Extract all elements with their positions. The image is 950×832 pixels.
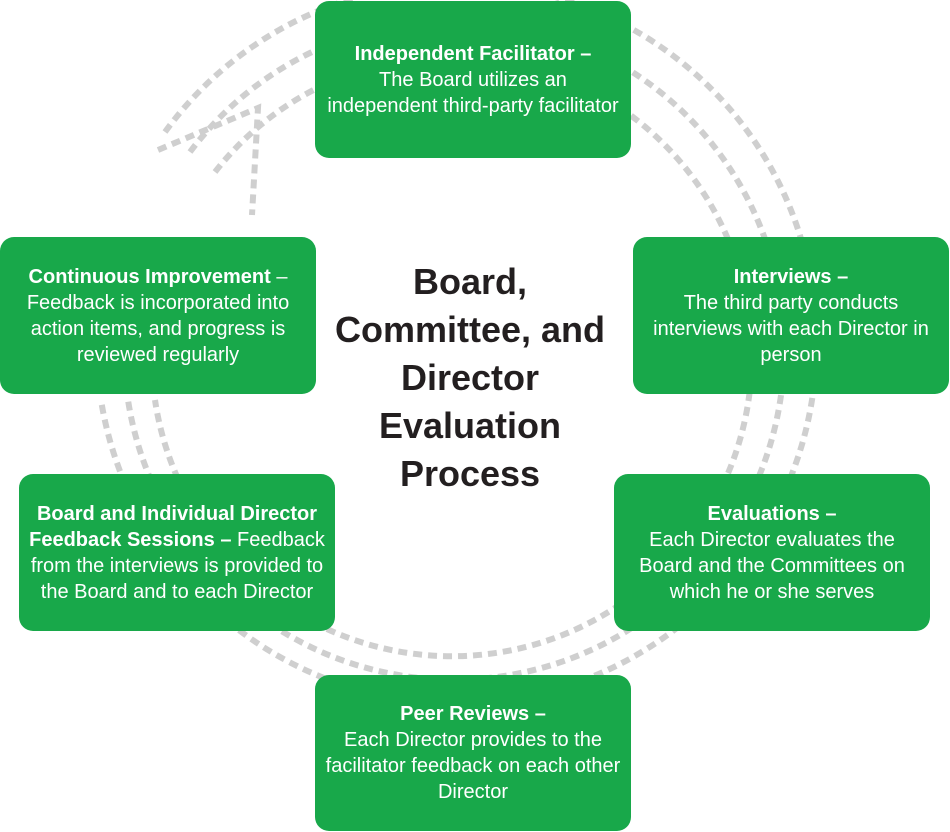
step-evaluations: Evaluations – Each Director evaluates th…: [614, 474, 930, 631]
cycle-arrowhead-icon: [156, 103, 262, 216]
step-body: Each Director evaluates the Board and th…: [639, 528, 905, 603]
step-heading: Interviews –: [733, 265, 849, 288]
step-continuous-improvement: Continuous Improvement – Feedback is inc…: [0, 237, 316, 394]
step-body: Feedback from the interviews is provided…: [30, 528, 325, 603]
diagram-title: Board, Committee, and Director Evaluatio…: [334, 261, 606, 494]
step-feedback-sessions: Board and Individual Director Feedback S…: [19, 474, 335, 631]
step-body: The Board utilizes an independent third-…: [327, 68, 619, 117]
step-peer-reviews: Peer Reviews – Each Director provides to…: [315, 675, 631, 831]
step-heading: Evaluations –: [707, 502, 837, 525]
step-heading: Board and Individual Director Feedback S…: [29, 502, 318, 551]
step-body: – Feedback is incorporated into action i…: [26, 265, 290, 366]
step-body: The third party conducts interviews with…: [653, 291, 929, 366]
step-heading: Peer Reviews –: [400, 703, 546, 725]
step-heading: Independent Facilitator –: [354, 42, 592, 65]
step-independent-facilitator: Independent Facilitator – The Board util…: [315, 1, 631, 158]
step-interviews: Interviews – The third party conducts in…: [633, 237, 949, 394]
step-body: Each Director provides to the facilitato…: [325, 729, 621, 803]
step-heading: Continuous Improvement: [28, 265, 271, 288]
